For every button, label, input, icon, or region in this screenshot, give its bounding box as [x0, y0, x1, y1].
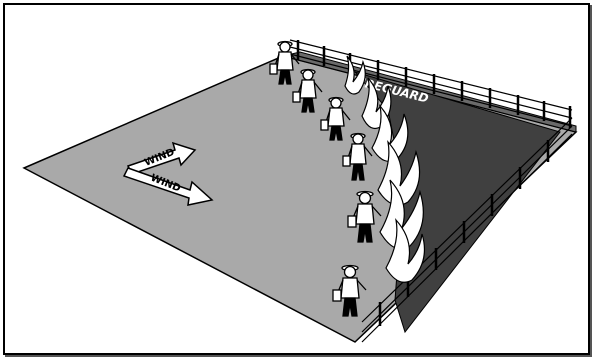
drip-torch-icon	[270, 64, 277, 74]
drip-torch-icon	[293, 92, 300, 102]
drip-torch-icon	[348, 216, 356, 227]
drip-torch-icon	[333, 290, 341, 301]
drip-torch-icon	[321, 120, 328, 130]
drip-torch-icon	[343, 156, 350, 166]
